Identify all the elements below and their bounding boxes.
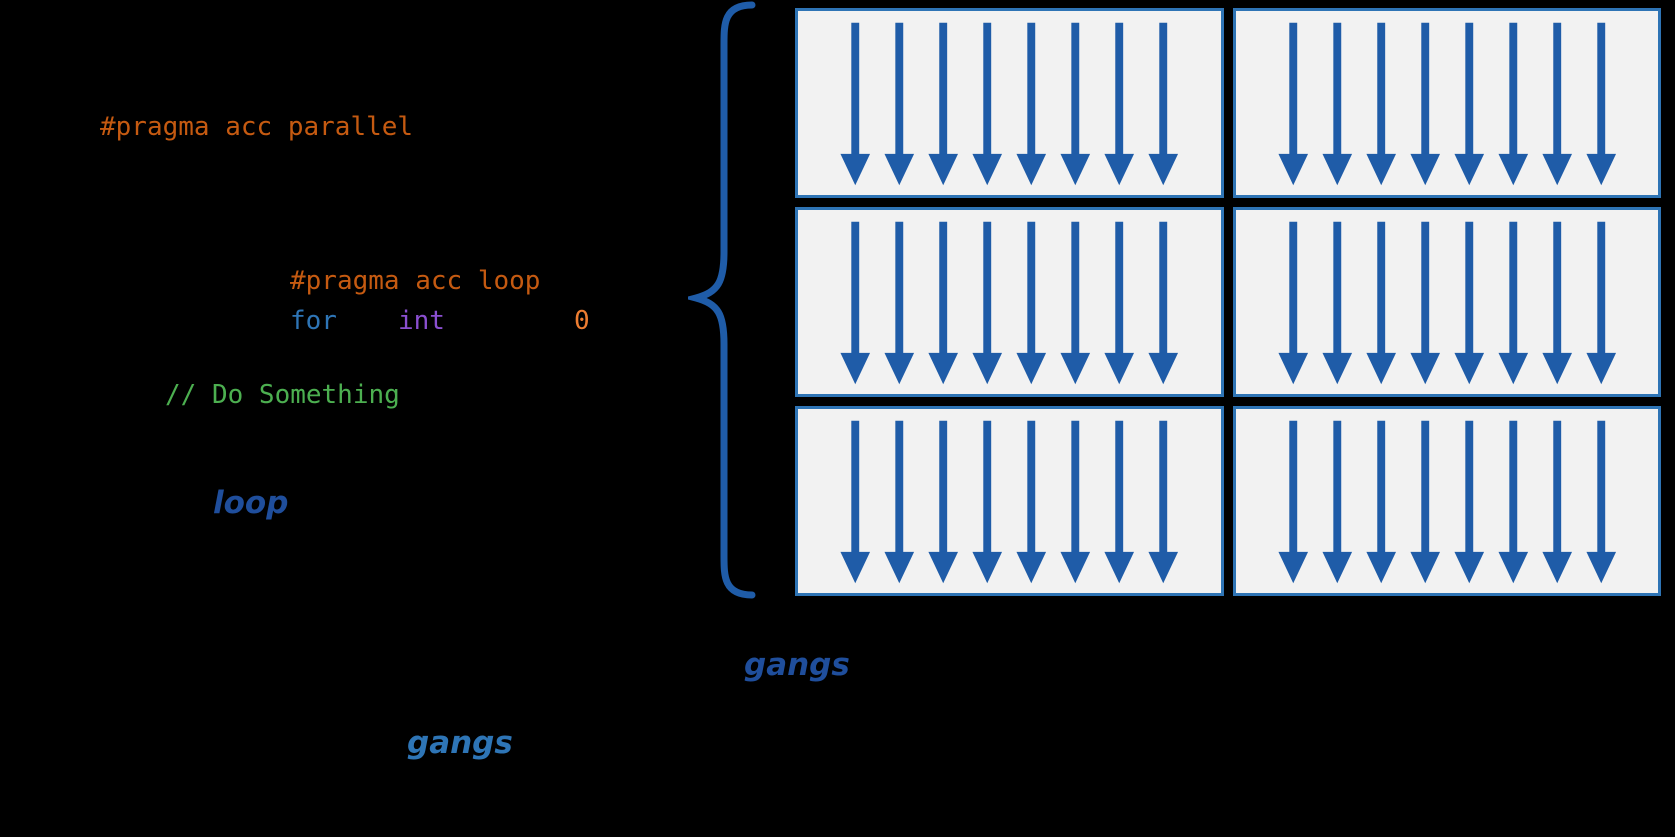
gangs-label-brace: gangs (744, 647, 850, 683)
gangs-label-code: gangs (407, 725, 513, 761)
loop-label: loop (213, 485, 289, 521)
code-pragma-loop: #pragma acc loop (290, 266, 541, 296)
gang-box (1232, 406, 1661, 596)
code-int-keyword: int (398, 306, 445, 336)
worker-arrows-icon (840, 221, 1179, 385)
worker-arrows-icon (1277, 221, 1616, 385)
left-brace-icon (688, 1, 756, 599)
worker-arrows-icon (840, 22, 1179, 186)
gang-box (1232, 8, 1661, 198)
gang-box (1232, 207, 1661, 397)
code-comment: // Do Something (165, 380, 400, 410)
gang-grid (795, 8, 1661, 596)
worker-arrows-icon (840, 420, 1179, 584)
code-for-keyword: for (290, 306, 337, 336)
worker-arrows-icon (1277, 420, 1616, 584)
gang-box (795, 406, 1224, 596)
code-pragma-parallel: #pragma acc parallel (100, 112, 414, 142)
code-zero-literal: 0 (574, 306, 590, 336)
worker-arrows-icon (1277, 22, 1616, 186)
gang-box (795, 207, 1224, 397)
gang-box (795, 8, 1224, 198)
